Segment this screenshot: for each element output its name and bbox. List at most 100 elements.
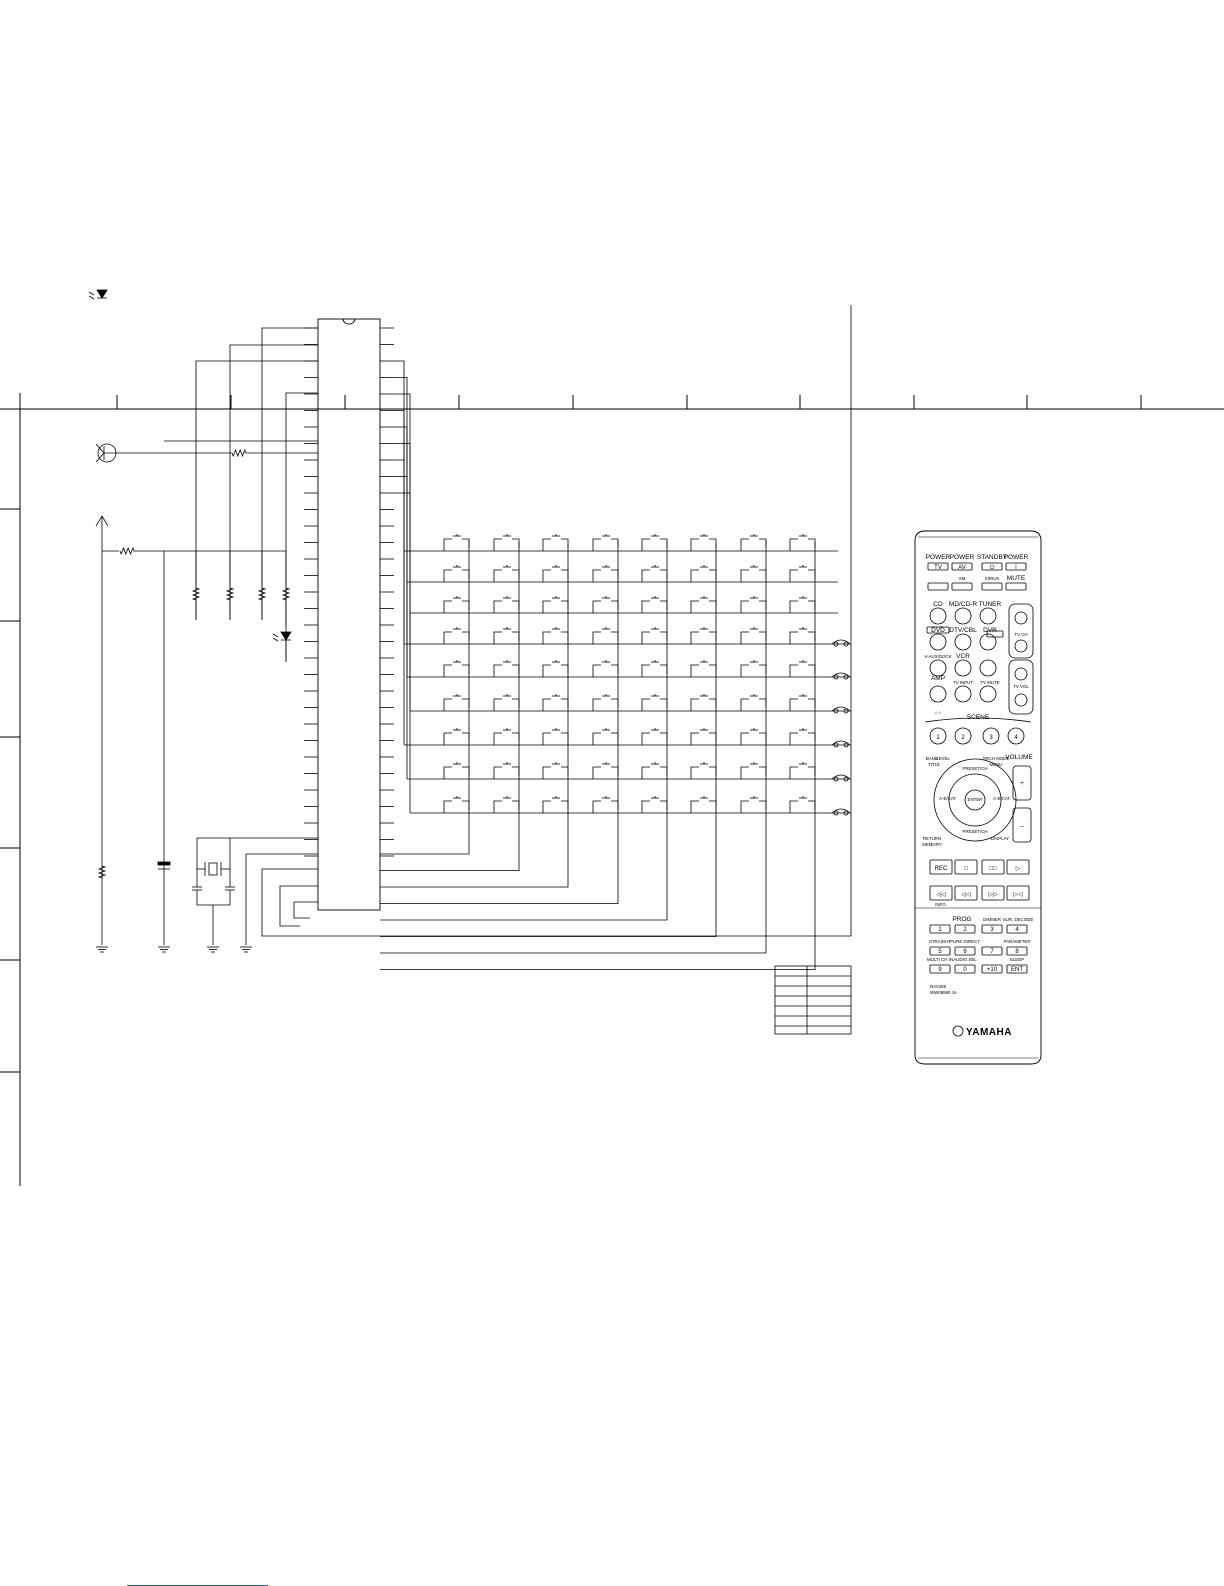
power-button — [927, 562, 949, 571]
connection-table — [774, 965, 852, 1035]
source-button — [979, 685, 997, 703]
remote-label: TV CH — [1014, 632, 1027, 637]
source-button — [979, 659, 997, 677]
remote-label: 4 — [1014, 735, 1018, 741]
matrix-column-line — [380, 540, 470, 855]
remote-label: VCR — [956, 653, 970, 660]
remote-label: POWER — [1004, 554, 1029, 561]
remote-label: 2 — [961, 735, 965, 741]
key-switch — [592, 766, 601, 779]
key-switch — [462, 800, 470, 810]
remote-label: – — [1020, 823, 1024, 830]
key-switch — [561, 732, 569, 742]
remote-label: 3 — [990, 927, 994, 933]
remote-button — [1005, 582, 1027, 591]
remote-label: PURE DIRECT — [950, 939, 980, 944]
remote-model-line: RAV286 — [930, 984, 947, 989]
remote-button — [986, 630, 1004, 638]
key-switch — [443, 631, 452, 644]
diode-jumper — [843, 776, 849, 782]
scene-button — [954, 727, 972, 745]
remote-button — [981, 582, 1003, 591]
diode-jumper — [843, 708, 849, 714]
key-switch — [592, 698, 601, 711]
key-switch — [709, 800, 717, 810]
key-switch — [808, 664, 816, 674]
key-switch — [561, 538, 569, 548]
key-switch — [462, 631, 470, 641]
key-switch — [443, 766, 452, 779]
microcontroller-ic — [317, 318, 381, 911]
diode-jumper — [831, 706, 851, 712]
key-switch — [443, 698, 452, 711]
key-switch — [561, 631, 569, 641]
remote-label: TV INPUT — [953, 680, 973, 685]
wire — [279, 885, 318, 927]
key-switch — [740, 631, 749, 644]
resistor — [231, 448, 247, 458]
key-switch — [641, 664, 650, 677]
scene-button — [982, 727, 1000, 745]
number-button — [981, 964, 1003, 974]
matrix-column-line — [380, 540, 619, 904]
key-switch — [542, 538, 551, 551]
remote-label: AV — [958, 565, 966, 571]
number-button — [929, 964, 951, 974]
remote-label: 2 — [963, 927, 967, 933]
diode-jumper — [831, 672, 851, 678]
diode-jumper — [833, 708, 839, 714]
source-button — [954, 685, 972, 703]
rocker-button — [1014, 639, 1028, 653]
key-switch — [660, 538, 668, 548]
key-switch — [740, 698, 749, 711]
source-button — [929, 659, 947, 677]
remote-label: +10 — [987, 967, 998, 973]
wire — [293, 901, 318, 919]
remote-label: AMP — [931, 675, 945, 682]
number-button — [981, 924, 1003, 934]
remote-label: PARAMETER — [1004, 939, 1031, 944]
remote-label: V-AUX/DOCK — [924, 654, 951, 659]
volume-up-button — [1012, 765, 1032, 801]
source-button — [929, 633, 947, 651]
key-switch — [542, 800, 551, 813]
matrix-column-line — [380, 540, 767, 954]
key-switch — [641, 569, 650, 582]
remote-label: ⏻ — [990, 564, 995, 571]
rocker-button — [1014, 667, 1028, 681]
wire — [196, 890, 231, 906]
diode-jumper — [831, 639, 851, 645]
key-switch — [808, 766, 816, 776]
remote-label: DISPLAY — [991, 836, 1009, 841]
number-button — [1006, 964, 1028, 974]
remote-label: SLEEP — [1010, 957, 1024, 962]
led-light-arrow — [272, 637, 279, 642]
key-switch — [789, 600, 798, 613]
led-driver-circuit — [88, 289, 852, 953]
matrix-row-feed — [394, 426, 408, 677]
key-switch — [660, 600, 668, 610]
remote-label: SUR. DECODE — [1003, 917, 1034, 922]
key-switch — [561, 766, 569, 776]
diode-jumper — [833, 742, 839, 748]
key-switch — [709, 600, 717, 610]
diode-jumper — [833, 776, 839, 782]
key-switch — [660, 732, 668, 742]
key-switch — [759, 664, 767, 674]
matrix-row-feed — [394, 360, 405, 551]
number-button — [954, 924, 976, 934]
remote-button — [951, 582, 973, 591]
key-switch — [493, 766, 502, 779]
matrix-column-line — [380, 544, 717, 937]
ic-pins-and-traces — [304, 327, 394, 857]
number-button — [954, 946, 976, 956]
rocker-button — [1014, 611, 1028, 625]
key-switch — [592, 631, 601, 644]
remote-label: POWER — [950, 554, 975, 561]
enter-button — [964, 789, 986, 811]
key-switch — [690, 766, 699, 779]
remote-label: + — [1020, 780, 1024, 787]
key-switch — [611, 732, 619, 742]
matrix-row-feed — [394, 459, 405, 745]
